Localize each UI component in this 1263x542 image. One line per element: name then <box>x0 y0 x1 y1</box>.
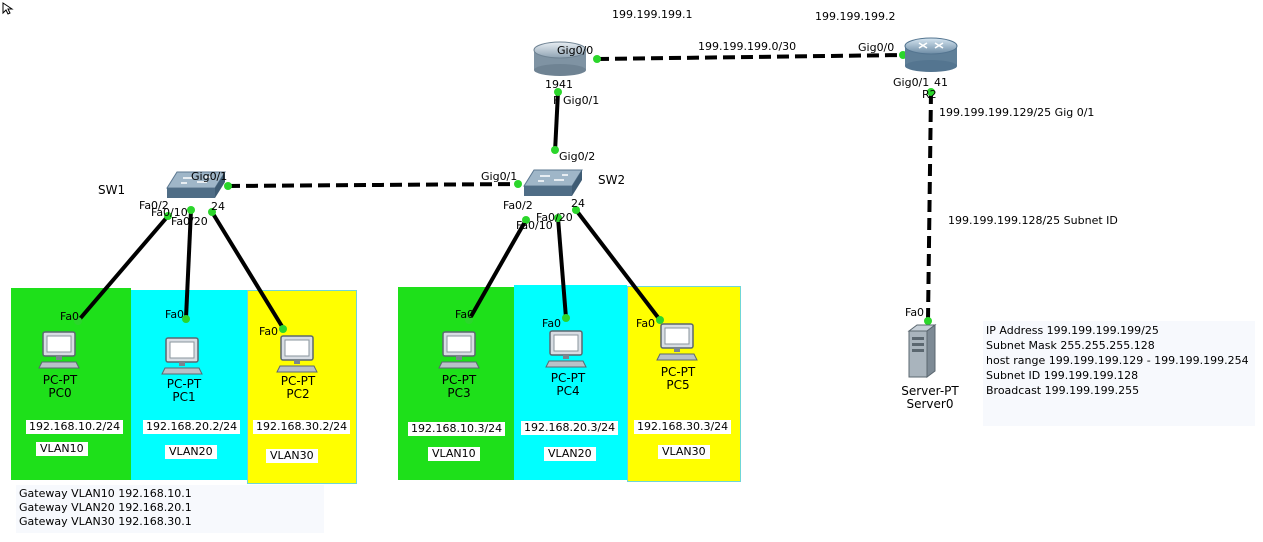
server-info-box: IP Address 199.199.199.199/25 Subnet Mas… <box>983 321 1255 426</box>
pc0-type: PC-PT <box>42 373 78 387</box>
pc5-type: PC-PT <box>660 365 696 379</box>
pc0-name: PC0 <box>48 386 72 400</box>
pc3-name: PC3 <box>447 386 471 400</box>
pc2-type: PC-PT <box>280 374 316 388</box>
cursor-icon <box>2 2 14 15</box>
server-ip-address: IP Address 199.199.199.199/25 <box>986 324 1159 337</box>
r1-port-lan-prefix: F <box>553 94 560 107</box>
pc-icon[interactable] <box>656 322 698 362</box>
server-name: Server0 <box>906 397 954 411</box>
sw2-port-c: Fa0/20 <box>536 211 573 224</box>
r2-port-wan: Gig0/0 <box>858 41 895 54</box>
r1-port-lan: Gig0/1 <box>563 94 600 107</box>
pc3-vlan: VLAN10 <box>428 447 480 461</box>
link-sw1-pc1 <box>184 209 193 319</box>
link-sw2-pc5 <box>574 208 662 322</box>
router-icon[interactable] <box>532 40 588 76</box>
sw1-port-a: Fa0/2 <box>139 199 169 212</box>
sw2-name: SW2 <box>598 173 626 187</box>
pc2-port: Fa0 <box>259 325 279 338</box>
r2-gig01-ip-label: 199.199.199.129/25 Gig 0/1 <box>939 106 1095 119</box>
router-icon[interactable] <box>903 36 959 72</box>
pc2-ip: 192.168.30.2/24 <box>253 420 351 434</box>
pc2-name: PC2 <box>286 387 310 401</box>
server-subnet-mask: Subnet Mask 255.255.255.128 <box>986 339 1155 352</box>
server-subnet-id: Subnet ID 199.199.199.128 <box>986 369 1139 382</box>
pc5-ip: 192.168.30.3/24 <box>634 420 732 434</box>
server-icon[interactable] <box>905 323 937 379</box>
sw2-port-b: Fa0/10 <box>516 219 553 232</box>
pc1-port: Fa0 <box>165 308 185 321</box>
r1-label: 1941 <box>545 78 573 91</box>
pc1-type: PC-PT <box>166 377 202 391</box>
pc-icon[interactable] <box>545 329 587 369</box>
sw2-port-trunk: Gig0/1 <box>481 170 518 183</box>
sw1-name: SW1 <box>98 183 126 197</box>
pc4-type: PC-PT <box>550 371 586 385</box>
pc3-port: Fa0 <box>455 308 475 321</box>
pc4-vlan: VLAN20 <box>544 447 596 461</box>
link-r1-r2 <box>596 53 904 61</box>
pc0-ip: 192.168.10.2/24 <box>26 420 124 434</box>
link-sw1-pc2 <box>210 210 285 330</box>
r1-port-wan: Gig0/0 <box>557 44 594 57</box>
pc4-ip: 192.168.20.3/24 <box>521 421 619 435</box>
gateway-vlan30: Gateway VLAN30 192.168.30.1 <box>19 515 192 528</box>
pc-icon[interactable] <box>161 336 203 376</box>
link-sw1-sw2 <box>227 182 521 188</box>
server-subnet-label: 199.199.199.128/25 Subnet ID <box>948 214 1118 227</box>
r2-port-server: Gig0/1 <box>893 76 930 89</box>
sw2-port-uplink: Gig0/2 <box>559 150 596 163</box>
r2-ip-label: 199.199.199.2 <box>815 10 896 23</box>
switch-icon[interactable] <box>520 166 586 200</box>
pc2-vlan: VLAN30 <box>266 449 318 463</box>
pc0-port: Fa0 <box>60 310 80 323</box>
pc5-port: Fa0 <box>636 317 656 330</box>
gateway-vlan20: Gateway VLAN20 192.168.20.1 <box>19 501 192 514</box>
sw2-port-a: Fa0/2 <box>503 199 533 212</box>
sw1-port-c: Fa0/20 <box>171 215 208 228</box>
pc3-type: PC-PT <box>441 373 477 387</box>
wan-network-label: 199.199.199.0/30 <box>698 40 797 53</box>
pc4-port: Fa0 <box>542 317 562 330</box>
r2-port-server-overlap: 41 <box>934 76 948 89</box>
pc3-ip: 192.168.10.3/24 <box>408 422 506 436</box>
r2-label: R2 <box>922 88 937 101</box>
pc1-vlan: VLAN20 <box>165 445 217 459</box>
pc1-name: PC1 <box>172 390 196 404</box>
link-r2-server <box>926 91 933 321</box>
gateway-vlan10: Gateway VLAN10 192.168.10.1 <box>19 487 192 500</box>
sw1-port-d: 24 <box>211 200 225 213</box>
pc-icon[interactable] <box>38 330 80 370</box>
server-type: Server-PT <box>901 384 959 398</box>
link-r1-sw2 <box>553 91 560 153</box>
pc5-vlan: VLAN30 <box>658 445 710 459</box>
pc1-ip: 192.168.20.2/24 <box>143 420 241 434</box>
server-port: Fa0 <box>905 306 925 319</box>
sw2-port-d: 24 <box>571 197 585 210</box>
sw1-port-trunk: Gig0/1 <box>191 170 228 183</box>
link-sw2-pc3 <box>467 219 528 321</box>
pc5-name: PC5 <box>666 378 690 392</box>
link-sw2-pc4 <box>556 217 568 319</box>
pc-icon[interactable] <box>438 330 480 370</box>
server-broadcast: Broadcast 199.199.199.255 <box>986 384 1140 397</box>
pc-icon[interactable] <box>276 334 318 374</box>
switch-icon[interactable] <box>163 168 229 202</box>
sw1-port-b: Fa0/10 <box>151 206 188 219</box>
r1-ip-label: 199.199.199.1 <box>612 8 693 21</box>
server-host-range: host range 199.199.199.129 - 199.199.199… <box>986 354 1249 367</box>
pc0-vlan: VLAN10 <box>36 442 88 456</box>
gateway-list: Gateway VLAN10 192.168.10.1 Gateway VLAN… <box>16 485 324 533</box>
pc4-name: PC4 <box>556 384 580 398</box>
link-sw1-pc0 <box>76 214 170 323</box>
